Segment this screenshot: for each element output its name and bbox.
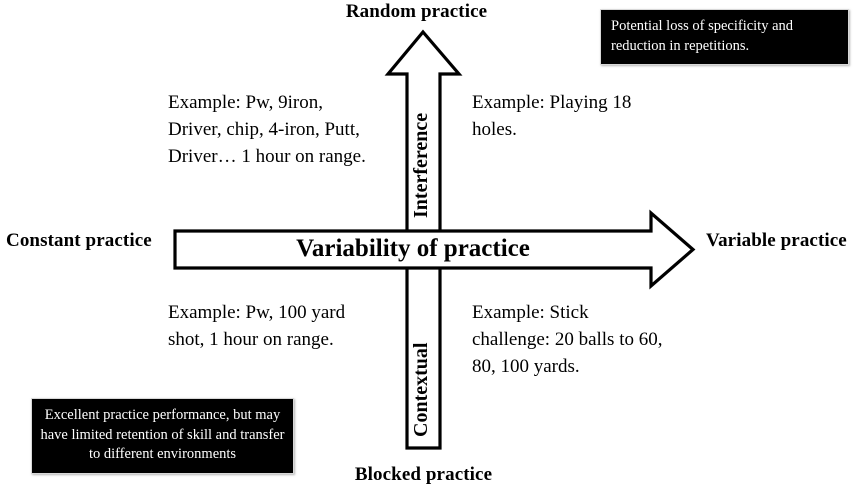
quadrant-text-top-right: Example: Playing 18 holes. [472, 92, 632, 140]
quadrant-text-top-left: Example: Pw, 9iron, Driver, chip, 4-iron… [168, 92, 366, 167]
horizontal-axis-title: Variability of practice [296, 235, 530, 262]
vertical-axis-label-interference: Interference [410, 112, 432, 218]
quadrant-text-bottom-left: Example: Pw, 100 yard shot, 1 hour on ra… [168, 302, 346, 350]
axis-end-label-constant-practice: Constant practice [6, 230, 152, 251]
callout-top-right: Potential loss of specificity and reduct… [600, 9, 849, 66]
quadrant-text-bottom-right: Example: Stick challenge: 20 balls to 60… [472, 302, 663, 377]
vertical-axis-label-contextual: Contextual [410, 342, 432, 437]
axis-end-label-variable-practice: Variable practice [706, 230, 847, 251]
axis-end-label-random-practice: Random practice [345, 1, 488, 22]
callout-bottom-left: Excellent practice performance, but may … [31, 398, 294, 474]
axis-end-label-blocked-practice: Blocked practice [354, 464, 493, 485]
